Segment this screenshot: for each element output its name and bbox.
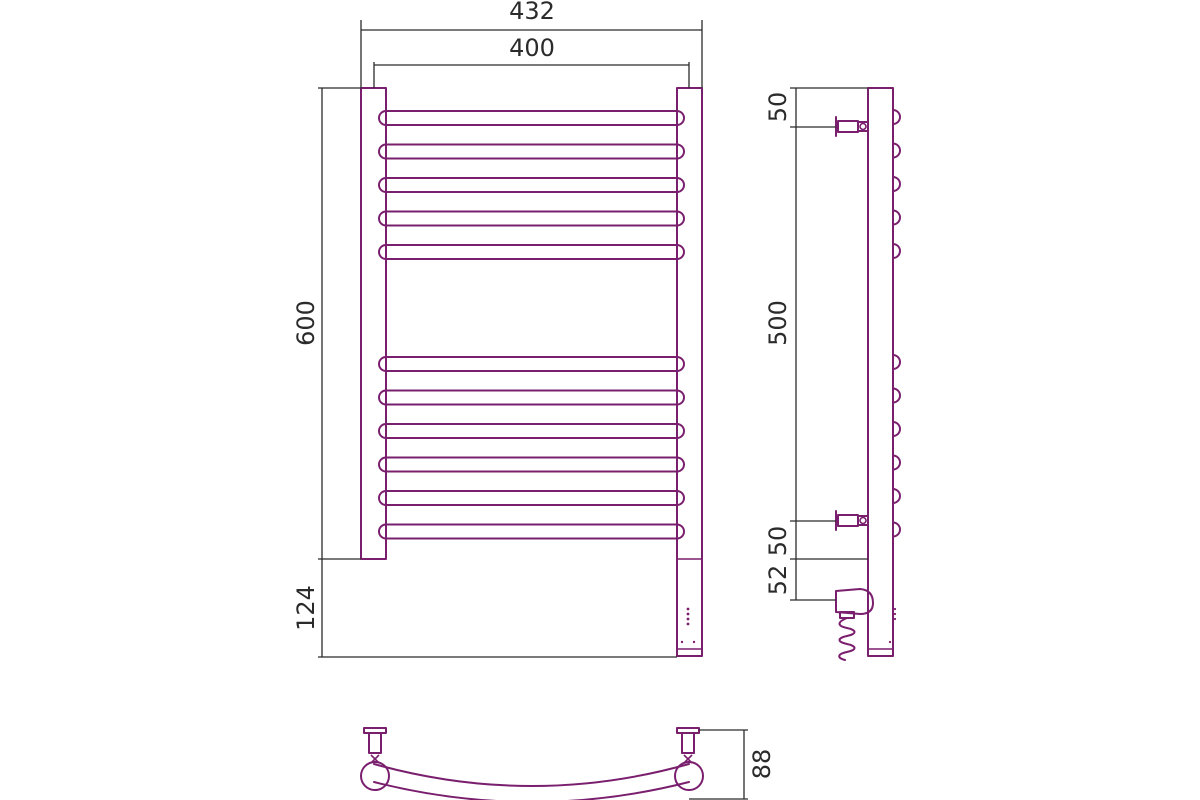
- rung-end: [892, 421, 901, 437]
- dim-bottom-label: 124: [292, 585, 320, 631]
- wall-mount-right: [674, 727, 704, 791]
- rung-end: [892, 354, 901, 370]
- dim-outer-width-label: 432: [509, 0, 555, 25]
- dim-bottom-mount-label: 50: [764, 526, 792, 557]
- dim-depth: 88: [689, 729, 776, 800]
- rung: [378, 110, 685, 126]
- rung: [378, 423, 685, 439]
- rung-end: [892, 454, 901, 471]
- rung-end: [892, 387, 901, 404]
- curved-rung-top: [373, 763, 690, 787]
- rung-end: [892, 176, 901, 192]
- rung-end: [892, 243, 901, 259]
- dim-mount-spacing-label: 500: [764, 300, 792, 346]
- rung: [378, 210, 685, 227]
- rung-end: [892, 521, 901, 538]
- dim-height: 600: [292, 87, 361, 560]
- dim-height-label: 600: [292, 300, 320, 346]
- rung: [378, 356, 685, 372]
- rung-end: [892, 488, 901, 504]
- rung: [378, 456, 685, 473]
- wall-bracket-top: [835, 116, 869, 137]
- rung: [378, 389, 685, 406]
- dim-side-chain: 50 500 50 52: [764, 87, 868, 601]
- rung-end: [892, 142, 901, 159]
- dim-top-mount-label: 50: [764, 92, 792, 123]
- rung: [378, 523, 685, 540]
- right-upright: [676, 87, 703, 657]
- rung: [378, 490, 685, 506]
- dim-heater-label: 52: [764, 565, 792, 596]
- heater-plug-icon: [835, 588, 897, 661]
- rung-end: [892, 209, 901, 226]
- side-view: 50 500 50 52: [764, 87, 901, 661]
- dim-depth-label: 88: [748, 749, 776, 780]
- left-upright: [360, 87, 387, 560]
- rung: [378, 143, 685, 160]
- wall-bracket-bottom: [835, 510, 869, 531]
- heater-indicator-icon: [680, 607, 696, 644]
- dim-inner-width: 400: [373, 34, 690, 88]
- rung: [378, 244, 685, 260]
- rung-end: [892, 109, 901, 125]
- curved-rung-bottom: [373, 781, 690, 800]
- rung: [378, 177, 685, 193]
- dim-bottom: 124: [292, 559, 677, 658]
- front-view: 432 400 600 124: [292, 0, 703, 658]
- side-upright: [867, 87, 894, 657]
- side-rung-ends: [892, 109, 901, 538]
- rungs: [378, 110, 685, 540]
- dim-inner-width-label: 400: [509, 34, 555, 62]
- wall-mount-left: [360, 727, 390, 791]
- top-view: 88: [360, 727, 776, 800]
- dim-outer-width: 432: [360, 0, 703, 88]
